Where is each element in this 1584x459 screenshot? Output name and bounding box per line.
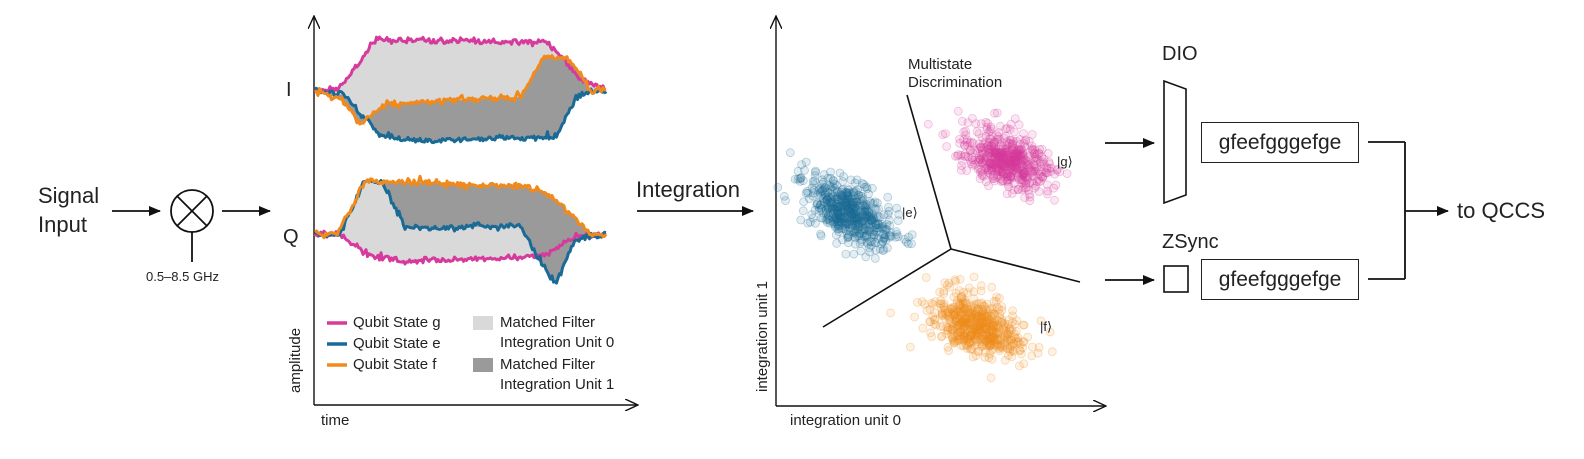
integration-label: Integration (636, 177, 740, 202)
q-trace-f (314, 174, 608, 240)
i-trace-f (314, 54, 607, 126)
legend-swatch-unit0 (473, 316, 493, 330)
to-qccs-label: to QCCS (1457, 198, 1546, 223)
legend-label-unit0-line1: Matched Filter (500, 314, 596, 331)
legend-label-unit1-line2: Integration Unit 1 (500, 376, 615, 393)
legend-label-unit1-line1: Matched Filter (500, 356, 596, 373)
legend-label-g: Qubit State g (353, 314, 441, 331)
state-e-label: |e⟩ (902, 205, 918, 220)
scatter-x-axis-label: integration unit 0 (790, 412, 901, 429)
cluster-f (886, 272, 1057, 383)
state-f-label: |f⟩ (1040, 319, 1053, 334)
zsync-bitstring-box: gfeefgggefge (1201, 259, 1359, 300)
dio-label: DIO (1162, 43, 1198, 65)
legend-label-unit0-line2: Integration Unit 0 (500, 334, 615, 351)
mixer-icon (170, 189, 214, 233)
q-trace-g (313, 229, 607, 266)
channel-q-label: Q (283, 226, 299, 248)
waveform-x-axis-label: time (321, 412, 350, 429)
channel-i-label: I (286, 79, 292, 101)
cluster-e (773, 148, 917, 263)
zsync-square (1163, 265, 1189, 293)
output-merge-lines (1368, 141, 1406, 280)
zsync-label: ZSync (1162, 231, 1219, 253)
i-trace-g (313, 35, 607, 94)
q-unit1-fill (315, 180, 606, 283)
waveform-y-axis-label: amplitude (287, 327, 304, 393)
multistate-title-line2: Discrimination (908, 74, 1003, 91)
lo-frequency-label: 0.5–8.5 GHz (146, 269, 219, 284)
legend-label-e: Qubit State e (353, 335, 441, 352)
state-clusters (773, 106, 1072, 383)
dio-trapezoid (1163, 79, 1187, 205)
state-g-label: |g⟩ (1057, 154, 1073, 169)
signal-input-label-line1: Signal (38, 183, 100, 208)
multistate-title-line1: Multistate (908, 56, 973, 73)
dio-bitstring-box: gfeefgggefge (1201, 122, 1359, 163)
legend-label-f: Qubit State f (353, 356, 437, 373)
discrimination-boundaries (822, 94, 1081, 328)
waveform-traces (313, 35, 608, 285)
scatter-y-axis-label: integration unit 1 (754, 281, 771, 392)
cluster-g (923, 106, 1072, 206)
i-trace-e (314, 86, 608, 145)
signal-input-label-line2: Input (38, 212, 87, 237)
legend-swatch-unit1 (473, 358, 493, 372)
